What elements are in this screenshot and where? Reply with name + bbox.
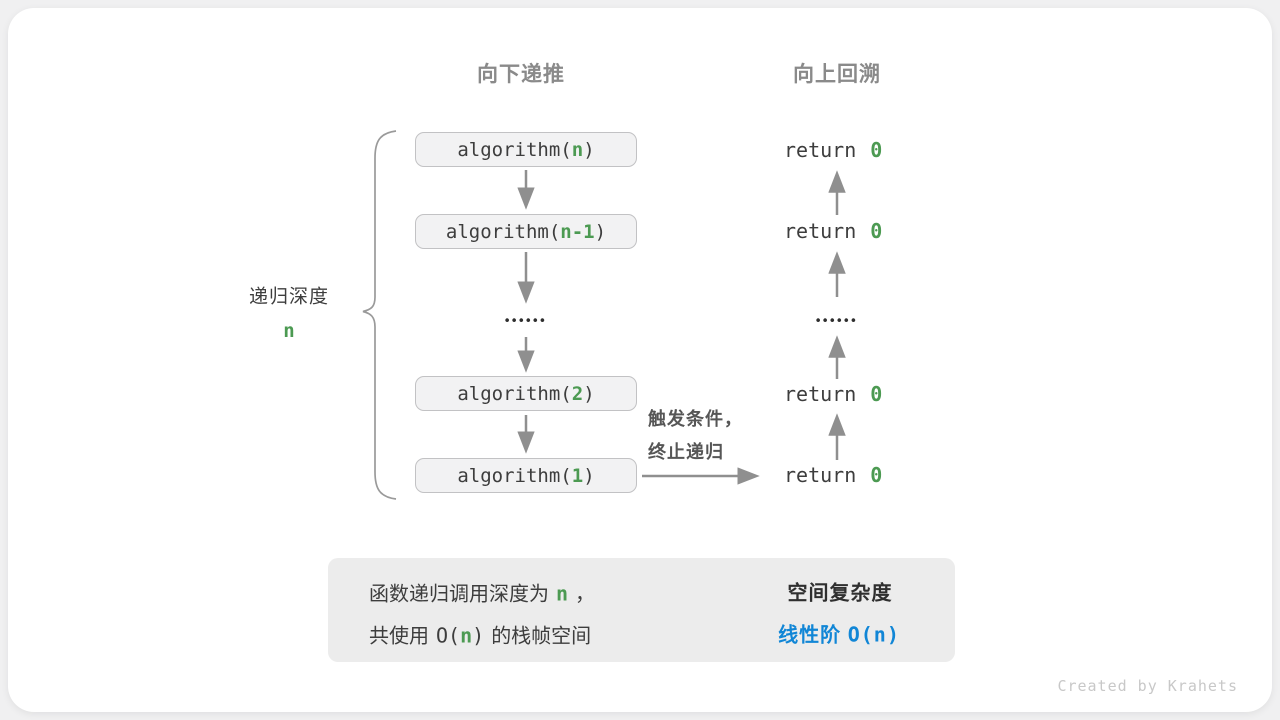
return-value: 0 [870, 219, 883, 243]
call-text: ) [583, 138, 595, 161]
trigger-note-line2: 终止递归 [648, 442, 724, 462]
summary-text: 的栈帧空间 [491, 625, 592, 648]
header-backtrack-up: 向上回溯 [793, 63, 881, 86]
call-arg: n-1 [560, 220, 595, 243]
call-arg: 2 [571, 382, 584, 405]
call-box-1: algorithm(1) [415, 458, 637, 493]
summary-line-2: 共使用 O(n) 的栈帧空间 [369, 620, 591, 649]
call-box-n-1: algorithm(n-1) [415, 214, 637, 249]
call-box-n: algorithm(n) [415, 132, 637, 167]
return-keyword: return [784, 138, 857, 162]
ellipsis-right: •••••• [815, 312, 859, 328]
call-text: ) [583, 464, 595, 487]
return-statement-4: return 0 [784, 463, 882, 487]
return-keyword: return [784, 382, 857, 406]
ellipsis-left: •••••• [504, 312, 548, 328]
call-text: algorithm( [457, 382, 572, 405]
summary-var-n: n [556, 581, 569, 606]
call-text: algorithm( [445, 220, 561, 243]
big-o-close: ) [472, 623, 485, 648]
result-complexity: O(n) [847, 622, 900, 647]
summary-box [328, 558, 955, 662]
call-arg: n [571, 138, 584, 161]
return-statement-2: return 0 [784, 219, 882, 243]
depth-value: n [283, 320, 295, 342]
header-recurse-down: 向下递推 [477, 63, 565, 86]
call-box-2: algorithm(2) [415, 376, 637, 411]
return-value: 0 [870, 382, 883, 406]
result-value: 线性阶 O(n) [778, 619, 900, 648]
call-text: algorithm( [457, 464, 572, 487]
summary-var-n: n [460, 623, 473, 648]
return-statement-3: return 0 [784, 382, 882, 406]
return-keyword: return [784, 463, 857, 487]
summary-line-1: 函数递归调用深度为 n ， [369, 578, 595, 607]
credit-text: Created by Krahets [1057, 677, 1238, 695]
call-text: algorithm( [457, 138, 572, 161]
trigger-note-line1: 触发条件， [648, 409, 743, 429]
call-arg: 1 [571, 464, 584, 487]
big-o-open: O( [436, 623, 461, 648]
return-statement-1: return 0 [784, 138, 882, 162]
summary-text: ， [575, 583, 596, 606]
call-text: ) [583, 382, 595, 405]
return-keyword: return [784, 219, 857, 243]
call-text: ) [594, 220, 607, 243]
summary-text: 函数递归调用深度为 [369, 583, 549, 606]
depth-label: 递归深度 [248, 286, 330, 308]
result-title: 空间复杂度 [787, 582, 893, 605]
result-label: 线性阶 [778, 624, 842, 647]
return-value: 0 [870, 138, 883, 162]
return-value: 0 [870, 463, 883, 487]
summary-text: 共使用 [369, 625, 429, 648]
